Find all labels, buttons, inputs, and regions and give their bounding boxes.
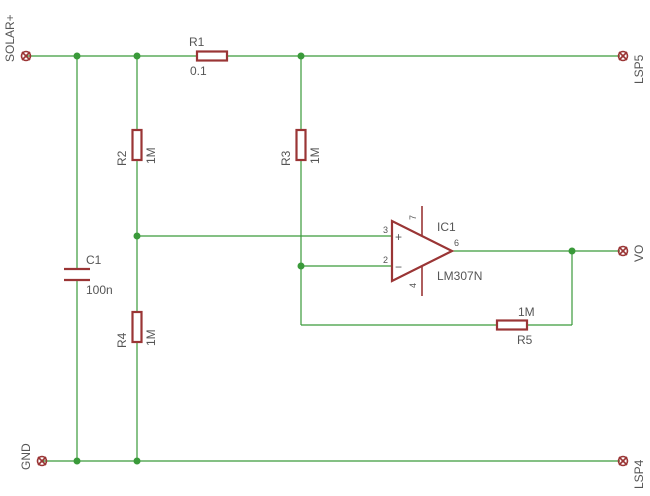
junction-dot — [73, 52, 81, 60]
pin-number-out: 6 — [454, 238, 459, 248]
connector-vo[interactable]: VO — [617, 245, 647, 262]
pin-number-noninv: 3 — [383, 225, 388, 235]
connector-label-lsp5: LSP5 — [632, 54, 646, 84]
r5-value: 1M — [518, 305, 535, 319]
pin-number-vminus: 4 — [408, 283, 418, 288]
pin-number-vplus: 7 — [408, 215, 418, 220]
connector-cross-icon — [618, 51, 628, 61]
junction-dot — [297, 262, 305, 270]
capacitor-c1[interactable]: C1 100n — [64, 253, 113, 297]
resistor-icon — [495, 319, 529, 331]
r2-name: R2 — [115, 150, 129, 166]
resistor-icon — [131, 128, 143, 162]
r4-value: 1M — [144, 329, 158, 346]
resistor-r3[interactable]: R3 1M — [279, 128, 322, 166]
connector-pad-icon — [617, 455, 629, 467]
connector-label-solar-plus: SOLAR+ — [3, 14, 17, 62]
r1-name: R1 — [189, 35, 205, 49]
c1-value: 100n — [86, 283, 113, 297]
ic1-value: LM307N — [437, 269, 482, 283]
connector-cross-icon — [618, 456, 628, 466]
resistor-r2[interactable]: R2 1M — [115, 128, 158, 166]
connector-gnd[interactable]: GND — [19, 443, 48, 470]
resistor-icon — [131, 310, 143, 344]
connector-pad-icon — [36, 455, 48, 467]
junction-dot — [568, 247, 576, 255]
opamp-plus-sign: + — [395, 230, 402, 244]
connector-label-lsp4: LSP4 — [632, 459, 646, 489]
r2-value: 1M — [144, 147, 158, 164]
connector-label-gnd: GND — [19, 443, 33, 470]
r5-name: R5 — [517, 333, 533, 347]
opamp-ic1[interactable]: + − 3 2 6 7 4 IC1 LM307N — [383, 206, 482, 296]
resistor-icon — [295, 128, 307, 162]
junctions — [73, 52, 576, 465]
pin-number-inv: 2 — [383, 255, 388, 265]
connector-solar-plus[interactable]: SOLAR+ — [3, 14, 32, 62]
c1-name: C1 — [86, 253, 102, 267]
connector-label-vo: VO — [632, 245, 646, 262]
r3-value: 1M — [308, 147, 322, 164]
junction-dot — [297, 52, 305, 60]
connector-pad-icon — [20, 50, 32, 62]
wires — [26, 55, 620, 462]
junction-dot — [133, 52, 141, 60]
ic1-name: IC1 — [437, 220, 456, 234]
resistor-r5[interactable]: 1M R5 — [495, 305, 535, 347]
resistor-r1[interactable]: R1 0.1 — [189, 35, 229, 78]
connector-cross-icon — [21, 51, 31, 61]
r4-name: R4 — [115, 332, 129, 348]
r3-name: R3 — [279, 150, 293, 166]
connector-cross-icon — [618, 246, 628, 256]
connector-pad-icon — [617, 50, 629, 62]
connector-lsp4[interactable]: LSP4 — [617, 455, 647, 490]
junction-dot — [133, 232, 141, 240]
opamp-minus-sign: − — [395, 260, 402, 274]
connector-pad-icon — [617, 245, 629, 257]
connector-lsp5[interactable]: LSP5 — [617, 50, 647, 85]
junction-dot — [133, 457, 141, 465]
connector-cross-icon — [37, 456, 47, 466]
r1-value: 0.1 — [190, 64, 207, 78]
resistor-icon — [195, 50, 229, 62]
junction-dot — [73, 457, 81, 465]
resistor-r4[interactable]: R4 1M — [115, 310, 158, 348]
